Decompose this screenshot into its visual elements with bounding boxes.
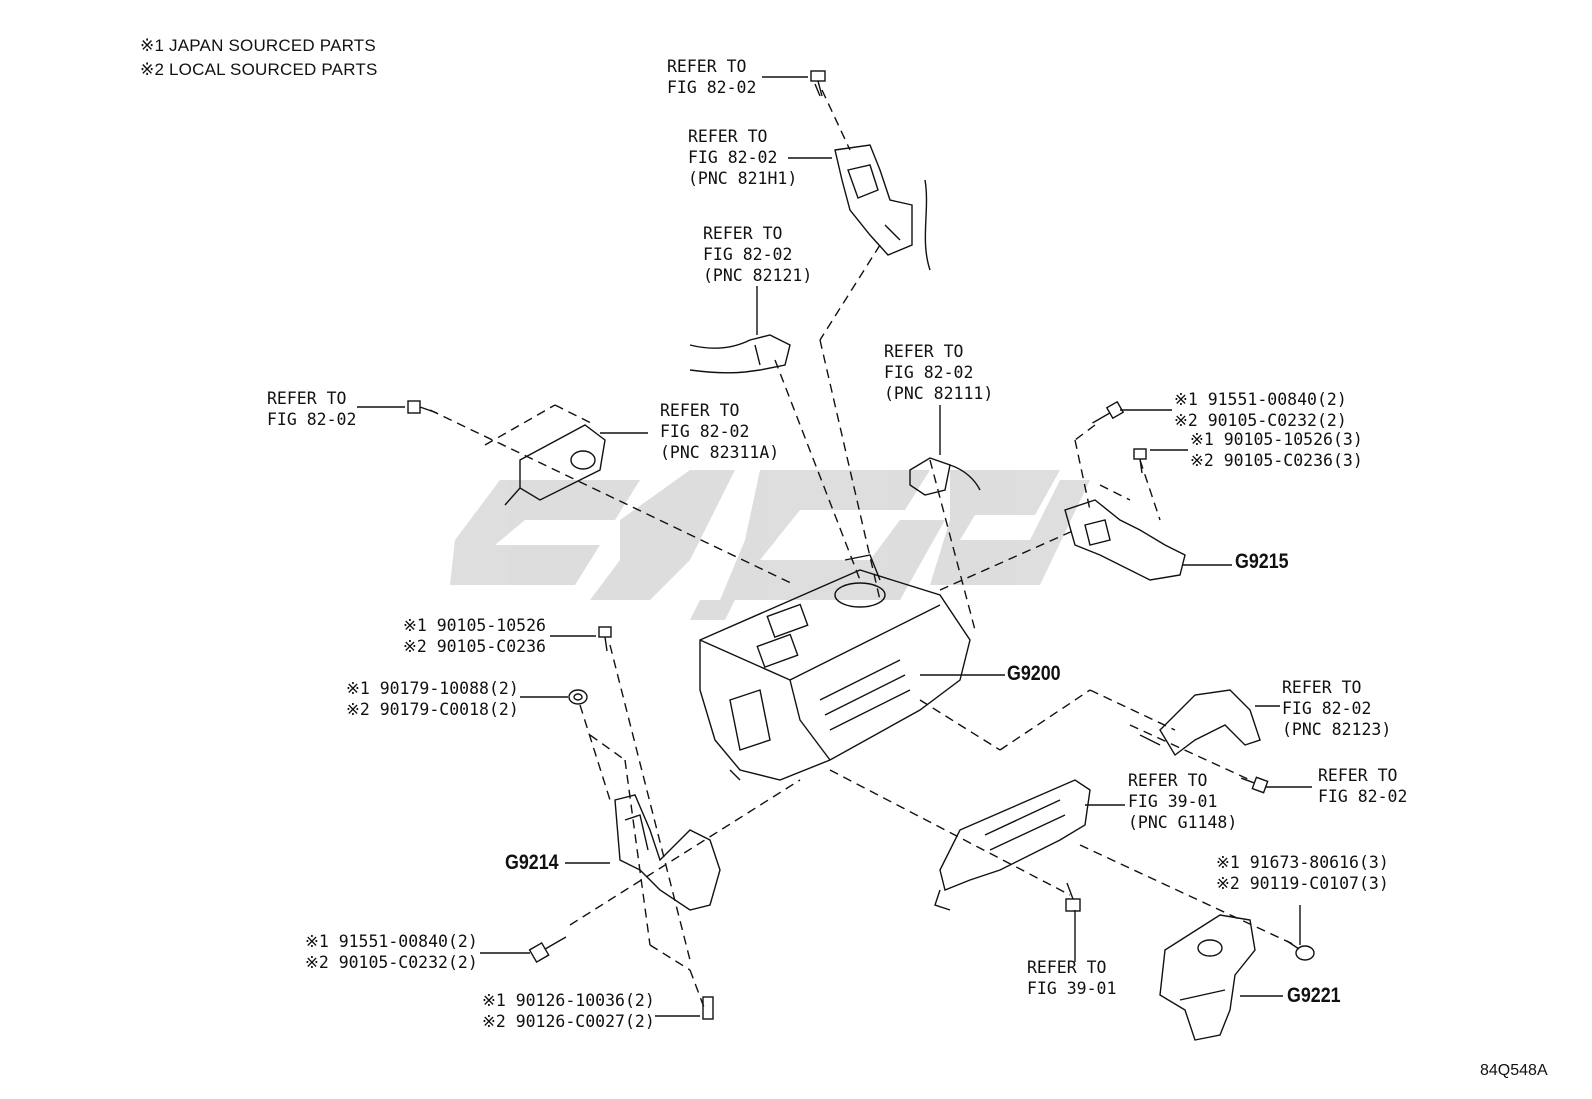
bracket-g9215 xyxy=(1064,499,1186,581)
connector-82111 xyxy=(909,457,981,496)
part-g1148 xyxy=(934,779,1091,911)
bolt-icons xyxy=(407,70,1315,1020)
part-label-90126: ※1 90126-10036(2) ※2 90126-C0027(2) xyxy=(482,991,655,1031)
part-label-90179: ※1 90179-10088(2) ※2 90179-C0018(2) xyxy=(346,679,519,719)
connector-82121 xyxy=(689,334,791,374)
group-label-g9200: G9200 xyxy=(1007,662,1061,685)
dashed-guides xyxy=(429,89,1296,1011)
refer-label-top: REFER TO FIG 82-02 xyxy=(667,57,757,97)
part-label-91673: ※1 91673-80616(3) ※2 90119-C0107(3) xyxy=(1216,853,1389,893)
refer-label-right: REFER TO FIG 82-02 xyxy=(1318,766,1408,806)
part-82123 xyxy=(1139,689,1261,757)
refer-label-82111: REFER TO FIG 82-02 (PNC 82111) xyxy=(884,342,994,403)
refer-label-821H1: REFER TO FIG 82-02 (PNC 821H1) xyxy=(688,127,798,188)
note-japan-sourced: ※1 JAPAN SOURCED PARTS xyxy=(140,36,376,55)
group-label-g9215: G9215 xyxy=(1235,550,1289,573)
diagram-code: 84Q548A xyxy=(1480,1062,1548,1079)
cover-g9221 xyxy=(1159,914,1256,1041)
part-label-90105-10526: ※1 90105-10526 ※2 90105-C0236 xyxy=(403,616,546,656)
refer-label-82123: REFER TO FIG 82-02 (PNC 82123) xyxy=(1282,678,1392,739)
refer-label-left: REFER TO FIG 82-02 xyxy=(267,389,357,429)
refer-label-G1148: REFER TO FIG 39-01 (PNC G1148) xyxy=(1128,771,1238,832)
part-label-90105-10526-3: ※1 90105-10526(3) ※2 90105-C0236(3) xyxy=(1190,430,1363,470)
part-label-91551-upper: ※1 91551-00840(2) ※2 90105-C0232(2) xyxy=(1174,390,1347,430)
sensor-82311A xyxy=(504,424,606,506)
note-local-sourced: ※2 LOCAL SOURCED PARTS xyxy=(140,60,378,79)
connector-821H1 xyxy=(834,144,931,271)
refer-label-39-01: REFER TO FIG 39-01 xyxy=(1027,958,1117,998)
group-label-g9221: G9221 xyxy=(1287,984,1341,1007)
part-label-91551-lower: ※1 91551-00840(2) ※2 90105-C0232(2) xyxy=(305,932,478,972)
group-label-g9214: G9214 xyxy=(505,851,559,874)
refer-label-82311A: REFER TO FIG 82-02 (PNC 82311A) xyxy=(660,401,780,462)
refer-label-82121: REFER TO FIG 82-02 (PNC 82121) xyxy=(703,224,813,285)
bracket-g9214 xyxy=(614,794,721,911)
watermark-logo xyxy=(450,470,1090,620)
inverter-g9200 xyxy=(699,554,971,781)
drawing-lines xyxy=(357,70,1315,1041)
leader-lines xyxy=(357,76,1312,1017)
